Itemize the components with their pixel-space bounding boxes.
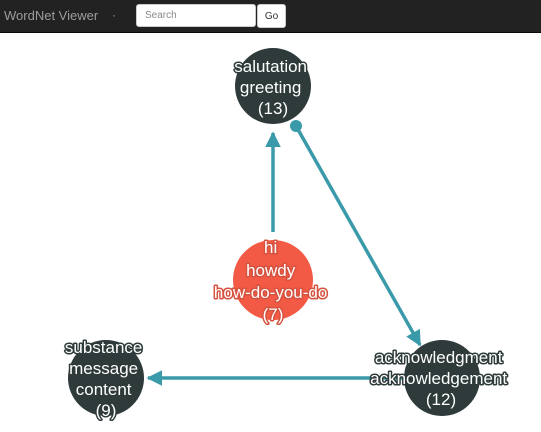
- node-acknowledgment-count: (12): [426, 390, 456, 409]
- node-acknowledgment-line-1: acknowledgment: [375, 348, 503, 367]
- node-hi-count: (7): [263, 305, 284, 324]
- node-substance-count: (9): [96, 401, 117, 420]
- node-salutation-label: salutation greeting (13): [234, 57, 312, 118]
- node-hi-label: hi howdy how-do-you-do (7): [214, 238, 332, 324]
- nav-separator: ·: [112, 8, 116, 22]
- node-hi-line-3: how-do-you-do: [214, 283, 327, 302]
- brand-title[interactable]: WordNet Viewer: [4, 8, 99, 23]
- node-substance[interactable]: substance message content (9): [63, 337, 147, 422]
- node-substance-label: substance message content (9): [65, 338, 147, 420]
- edge-salutation-to-acknowledgment: [294, 125, 422, 347]
- go-button[interactable]: Go: [257, 4, 286, 28]
- node-salutation[interactable]: salutation greeting (13): [233, 48, 312, 124]
- node-salutation-line-2: greeting: [240, 78, 301, 97]
- node-substance-circle: [68, 340, 144, 416]
- node-acknowledgment-label: acknowledgment acknowledgement (12): [370, 348, 512, 409]
- edge-start-dot: [290, 120, 302, 132]
- node-acknowledgment-circle: [404, 340, 480, 416]
- node-substance-line-1: substance: [65, 338, 143, 357]
- node-hi-circle: [233, 240, 313, 320]
- search-input[interactable]: [136, 4, 256, 27]
- node-hi-line-1: hi: [264, 238, 277, 257]
- node-substance-line-2: message: [69, 359, 138, 378]
- node-substance-line-3: content: [76, 380, 132, 399]
- node-hi[interactable]: hi howdy how-do-you-do (7): [212, 237, 332, 326]
- node-acknowledgment-line-2: acknowledgement: [370, 369, 507, 388]
- node-salutation-count: (13): [258, 99, 288, 118]
- navbar: WordNet Viewer · Go: [0, 0, 541, 33]
- node-salutation-circle: [235, 48, 311, 124]
- node-hi-line-2: howdy: [246, 261, 296, 280]
- node-acknowledgment[interactable]: acknowledgment acknowledgement (12): [369, 340, 512, 416]
- node-salutation-line-1: salutation: [234, 57, 307, 76]
